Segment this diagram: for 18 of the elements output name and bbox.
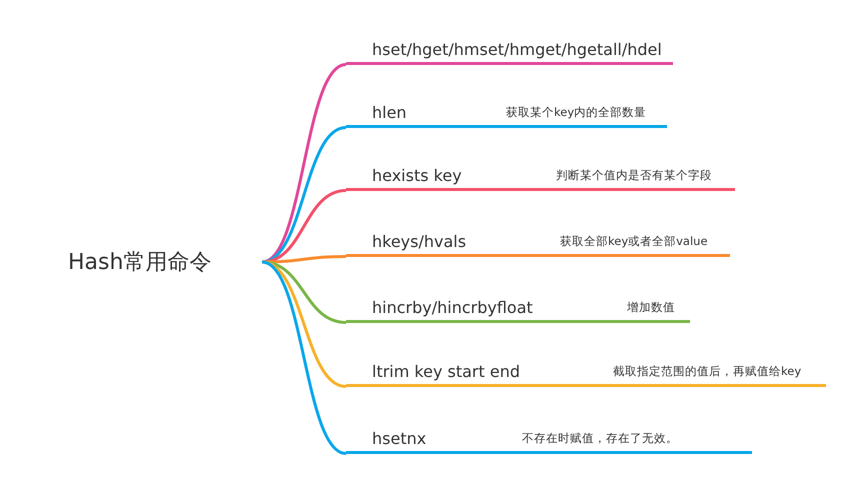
description-text: 截取指定范围的值后，再赋值给key xyxy=(613,364,802,379)
command-text: hlen xyxy=(372,103,407,122)
command-text: hincrby/hincrbyfloat xyxy=(372,298,533,317)
branch-connector xyxy=(261,63,347,264)
branch-connector xyxy=(262,260,346,388)
command-text: hsetnx xyxy=(372,429,426,448)
command-text: hexists key xyxy=(372,166,462,185)
command-text: ltrim key start end xyxy=(372,362,520,381)
command-text: hset/hget/hmset/hmget/hgetall/hdel xyxy=(372,40,662,59)
description-text: 获取某个key内的全部数量 xyxy=(506,105,646,120)
branch-connector xyxy=(261,260,347,455)
command-text: hkeys/hvals xyxy=(372,232,466,251)
description-text: 判断某个值内是否有某个字段 xyxy=(556,168,712,183)
description-text: 不存在时赋值，存在了无效。 xyxy=(522,431,678,446)
branch-connector xyxy=(262,126,346,264)
description-text: 增加数值 xyxy=(627,300,675,315)
description-text: 获取全部key或者全部value xyxy=(560,234,708,249)
topic-text: Hash常用命令 xyxy=(68,249,212,277)
